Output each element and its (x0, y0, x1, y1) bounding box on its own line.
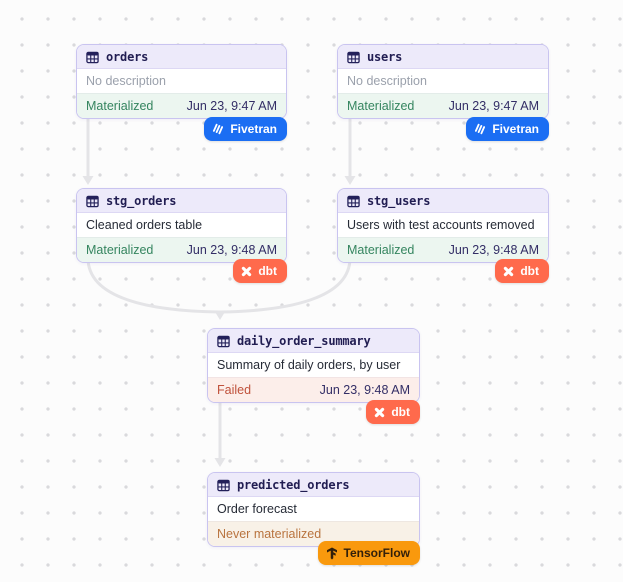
node-description: Summary of daily orders, by user (208, 353, 419, 377)
table-icon (347, 51, 360, 64)
node-status-row: Materialized Jun 23, 9:48 AM (77, 237, 286, 262)
edge-stg-orders-daily (86, 256, 222, 314)
fivetran-badge[interactable]: Fivetran (204, 117, 287, 141)
node-description: Cleaned orders table (77, 213, 286, 237)
edge-stg-users-daily (218, 256, 352, 314)
status-timestamp: Jun 23, 9:47 AM (448, 99, 539, 113)
table-icon (86, 51, 99, 64)
node-daily-order-summary[interactable]: daily_order_summary Summary of daily ord… (207, 328, 420, 403)
badge-label: Fivetran (230, 122, 277, 136)
fivetran-badge[interactable]: Fivetran (466, 117, 549, 141)
node-header: stg_orders (77, 189, 286, 213)
table-icon (217, 479, 230, 492)
node-stg-orders[interactable]: stg_orders Cleaned orders table Material… (76, 188, 287, 263)
node-title: users (367, 50, 403, 64)
node-status-row: Materialized Jun 23, 9:47 AM (77, 93, 286, 118)
node-description: Users with test accounts removed (338, 213, 548, 237)
node-header: predicted_orders (208, 473, 419, 497)
node-title: orders (106, 50, 149, 64)
node-description: Order forecast (208, 497, 419, 521)
node-header: users (338, 45, 548, 69)
node-stg-users[interactable]: stg_users Users with test accounts remov… (337, 188, 549, 263)
badge-label: dbt (391, 405, 410, 419)
node-header: daily_order_summary (208, 329, 419, 353)
node-title: stg_users (367, 194, 431, 208)
dbt-badge[interactable]: dbt (495, 259, 549, 283)
fivetran-icon (212, 123, 224, 135)
status-timestamp: Jun 23, 9:48 AM (448, 243, 539, 257)
node-users[interactable]: users No description Materialized Jun 23… (337, 44, 549, 119)
status-timestamp: Jun 23, 9:48 AM (186, 243, 277, 257)
node-header: orders (77, 45, 286, 69)
tensorflow-badge[interactable]: TensorFlow (317, 541, 420, 565)
table-icon (86, 195, 99, 208)
node-title: predicted_orders (237, 478, 350, 492)
status-label: Materialized (86, 243, 154, 257)
node-status-row: Materialized Jun 23, 9:47 AM (338, 93, 548, 118)
dbt-icon (241, 266, 252, 277)
node-status-row: Failed Jun 23, 9:48 AM (208, 377, 419, 402)
status-label: Materialized (86, 99, 154, 113)
status-label: Never materialized (217, 527, 322, 541)
dbt-badge[interactable]: dbt (366, 400, 420, 424)
table-icon (217, 335, 230, 348)
node-predicted-orders[interactable]: predicted_orders Order forecast Never ma… (207, 472, 420, 547)
status-timestamp: Jun 23, 9:47 AM (186, 99, 277, 113)
tensorflow-icon (326, 547, 338, 560)
badge-label: dbt (258, 264, 277, 278)
node-orders[interactable]: orders No description Materialized Jun 2… (76, 44, 287, 119)
status-label: Materialized (347, 99, 415, 113)
fivetran-icon (474, 123, 486, 135)
node-status-row: Materialized Jun 23, 9:48 AM (338, 237, 548, 262)
node-title: daily_order_summary (237, 334, 371, 348)
dbt-icon (374, 407, 385, 418)
status-label: Failed (217, 383, 252, 397)
node-header: stg_users (338, 189, 548, 213)
status-label: Materialized (347, 243, 415, 257)
badge-label: TensorFlow (343, 546, 410, 560)
badge-label: dbt (520, 264, 539, 278)
dbt-badge[interactable]: dbt (233, 259, 287, 283)
badge-label: Fivetran (492, 122, 539, 136)
node-description: No description (338, 69, 548, 93)
node-description: No description (77, 69, 286, 93)
dbt-icon (503, 266, 514, 277)
status-timestamp: Jun 23, 9:48 AM (319, 383, 410, 397)
node-title: stg_orders (106, 194, 177, 208)
table-icon (347, 195, 360, 208)
